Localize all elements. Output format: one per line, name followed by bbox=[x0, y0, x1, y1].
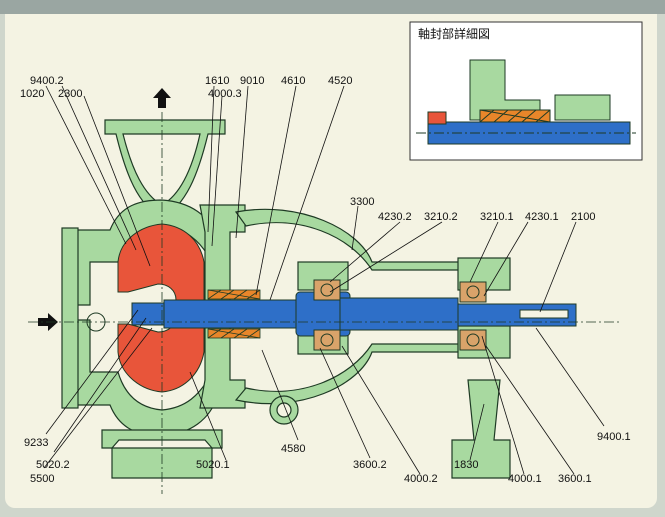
leader-lines bbox=[43, 85, 605, 475]
shaft bbox=[131, 291, 577, 337]
label-1020: 1020 bbox=[20, 88, 44, 100]
label-4230-1: 4230.1 bbox=[525, 211, 559, 223]
label-9010: 9010 bbox=[240, 75, 264, 87]
inset-box: 軸封部詳細図 bbox=[409, 21, 643, 161]
label-3600-1: 3600.1 bbox=[558, 473, 592, 485]
bearings bbox=[313, 279, 487, 351]
label-4610: 4610 bbox=[281, 75, 305, 87]
label-4000-1: 4000.1 bbox=[508, 473, 542, 485]
label-4000-3: 4000.3 bbox=[208, 88, 242, 100]
label-9400-2: 9400.2 bbox=[30, 75, 64, 87]
part-labels: 9400.2 1020 2300 1610 4000.3 9010 4610 4… bbox=[20, 75, 631, 485]
gland-packing bbox=[207, 289, 261, 339]
label-3210-1: 3210.1 bbox=[480, 211, 514, 223]
label-5020-2: 5020.2 bbox=[36, 459, 70, 471]
label-2300: 2300 bbox=[58, 88, 82, 100]
label-2100: 2100 bbox=[571, 211, 595, 223]
label-4520: 4520 bbox=[328, 75, 352, 87]
label-9233: 9233 bbox=[24, 437, 48, 449]
top-bar bbox=[0, 0, 665, 14]
label-4580: 4580 bbox=[281, 443, 305, 455]
centerlines bbox=[28, 112, 620, 494]
label-3600-2: 3600.2 bbox=[353, 459, 387, 471]
inset-title: 軸封部詳細図 bbox=[418, 26, 490, 41]
volute-casing bbox=[61, 119, 246, 479]
label-1610: 1610 bbox=[205, 75, 229, 87]
label-5500: 5500 bbox=[30, 473, 54, 485]
label-5020-1: 5020.1 bbox=[196, 459, 230, 471]
label-3300: 3300 bbox=[350, 196, 374, 208]
label-9400-1: 9400.1 bbox=[597, 431, 631, 443]
impeller bbox=[117, 223, 205, 393]
label-4000-2: 4000.2 bbox=[404, 473, 438, 485]
label-3210-2: 3210.2 bbox=[424, 211, 458, 223]
label-4230-2: 4230.2 bbox=[378, 211, 412, 223]
label-1830: 1830 bbox=[454, 459, 478, 471]
